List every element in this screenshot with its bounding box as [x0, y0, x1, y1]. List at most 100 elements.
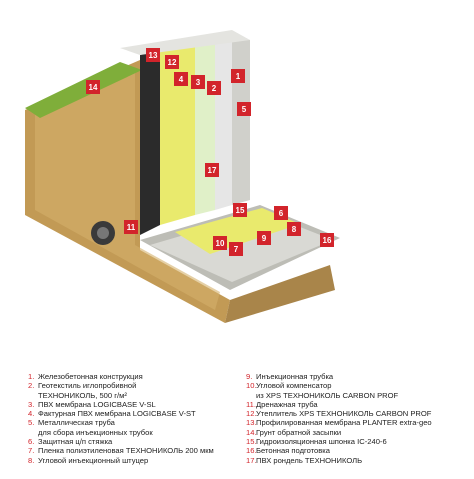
legend-item: 4.Фактурная ПВХ мембрана LOGICBASE V-ST [28, 409, 233, 418]
callout-badge-label: 3 [196, 78, 201, 87]
legend-item: 8.Угловой инъекционный штуцер [28, 456, 233, 465]
legend-text: Инъекционная трубка [256, 372, 334, 381]
legend-item: 3.ПВХ мембрана LOGICBASE V-SL [28, 400, 233, 409]
legend-text: Металлическая труба для сбора инъекционн… [38, 418, 153, 437]
legend-item: 1.Железобетонная конструкция [28, 372, 233, 381]
drain-pipe-inner [97, 227, 109, 239]
callout-badge-13: 13 [146, 48, 160, 62]
callout-badge-bg [213, 236, 227, 250]
grass-top [25, 62, 142, 118]
legend-text: Бетонная подготовка [256, 446, 331, 456]
legend-text: Гидроизоляционная шпонка IC-240-6 [256, 437, 387, 447]
geotextile-layer [215, 35, 232, 210]
callout-badge-3: 3 [191, 75, 205, 89]
legend-item: 11.Дренажная труба [246, 400, 461, 409]
legend-right-column: 9.Инъекционная трубка 10.Угловой компенс… [246, 372, 461, 465]
legend-number: 5. [28, 418, 35, 428]
legend-number: 1. [28, 372, 35, 381]
callout-badge-17: 17 [205, 163, 219, 177]
legend-number: 8. [28, 455, 35, 465]
legend-item: 5.Металлическая труба для сбора инъекцио… [28, 418, 233, 437]
callout-badge-15: 15 [233, 203, 247, 217]
callout-badge-9: 9 [257, 231, 271, 245]
legend-left-column: 1.Железобетонная конструкция 2.Геотексти… [28, 372, 233, 465]
callout-badge-7: 7 [229, 242, 243, 256]
callout-badge-11: 11 [124, 220, 138, 234]
callout-badge-bg [86, 80, 100, 94]
pvc-membrane-layer [195, 38, 215, 215]
legend-text: Профилированная мембрана PLANTER extra-g… [256, 418, 432, 428]
callout-badge-6: 6 [274, 206, 288, 220]
callout-badge-label: 10 [216, 239, 225, 248]
legend-text: Угловой компенсатор из XPS ТЕХНОНИКОЛЬ C… [256, 381, 399, 400]
legend-number: 15. [246, 437, 257, 447]
callout-badge-10: 10 [213, 236, 227, 250]
callout-badge-4: 4 [174, 72, 188, 86]
callout-badge-bg [174, 72, 188, 86]
legend-text: Геотекстиль иглопробивной ТЕХНОНИКОЛЬ, 5… [38, 381, 137, 400]
callout-badge-bg [233, 203, 247, 217]
callout-badge-label: 5 [242, 105, 247, 114]
legend-item: 13.Профилированная мембрана PLANTER extr… [246, 418, 461, 427]
legend-text: Утеплитель XPS ТЕХНОНИКОЛЬ CARBON PROF [256, 409, 432, 419]
callout-badge-label: 16 [323, 236, 332, 245]
callout-badge-5: 5 [237, 102, 251, 116]
callout-badge-label: 9 [262, 234, 267, 243]
callout-badge-bg [229, 242, 243, 256]
legend-number: 4. [28, 409, 35, 419]
callout-badge-bg [146, 48, 160, 62]
legend-number: 17. [246, 455, 257, 465]
callout-badge-bg [287, 222, 301, 236]
xps-wall-layer [160, 42, 195, 225]
legend-text: Защитная ц/п стяжка [38, 437, 113, 447]
callout-badge-label: 8 [292, 225, 297, 234]
legend-item: 14.Грунт обратной засыпки [246, 428, 461, 437]
legend-item: 12.Утеплитель XPS ТЕХНОНИКОЛЬ CARBON PRO… [246, 409, 461, 418]
legend-number: 12. [246, 409, 257, 419]
legend-item: 9.Инъекционная трубка [246, 372, 461, 381]
callout-badge-bg [205, 163, 219, 177]
legend-text: Угловой инъекционный штуцер [38, 455, 149, 465]
legend-item: 17.ПВХ рондель ТЕХНОНИКОЛЬ [246, 456, 461, 465]
callout-badge-label: 4 [179, 75, 184, 84]
callout-badge-14: 14 [86, 80, 100, 94]
callout-badge-bg [274, 206, 288, 220]
legend-text: Фактурная ПВХ мембрана LOGICBASE V-ST [38, 409, 196, 419]
concrete-wall [232, 35, 250, 205]
legend-number: 11. [246, 399, 256, 409]
callout-badge-2: 2 [207, 81, 221, 95]
legend-number: 6. [28, 437, 35, 447]
legend-text: ПВХ рондель ТЕХНОНИКОЛЬ [256, 455, 363, 465]
callout-badge-label: 13 [149, 51, 158, 60]
callout-badge-bg [207, 81, 221, 95]
legend-item: 16.Бетонная подготовка [246, 446, 461, 455]
legend-number: 13. [246, 418, 257, 428]
callout-badge-bg [257, 231, 271, 245]
callout-badge-bg [165, 55, 179, 69]
callout-badge-bg [191, 75, 205, 89]
legend-item: 15.Гидроизоляционная шпонка IC-240-6 [246, 437, 461, 446]
legend-item: 6.Защитная ц/п стяжка [28, 437, 233, 446]
soil-block-front [225, 265, 335, 323]
foundation-waterproofing-illustration: 13 124 3 2 1 14 5 17 15 6 11 8 9 10 7 16 [25, 30, 340, 323]
callout-badge-label: 2 [212, 84, 217, 93]
callout-badge-label: 15 [236, 206, 245, 215]
callout-badge-1: 1 [231, 69, 245, 83]
legend-number: 3. [28, 399, 35, 409]
callout-badge-bg [320, 233, 334, 247]
callout-badge-bg [231, 69, 245, 83]
callout-badge-label: 12 [168, 58, 177, 67]
legend-text: Дренажная труба [256, 399, 318, 409]
callout-badge-16: 16 [320, 233, 334, 247]
legend-number: 10. [246, 381, 257, 391]
legend-number: 14. [246, 427, 257, 437]
callout-badge-8: 8 [287, 222, 301, 236]
legend-number: 2. [28, 381, 35, 391]
legend-text: Железобетонная конструкция [38, 372, 143, 381]
callout-badge-label: 6 [279, 209, 284, 218]
legend-number: 9. [246, 372, 253, 381]
callout-badge-bg [124, 220, 138, 234]
dark-membrane-layer [140, 50, 160, 235]
legend-number: 16. [246, 446, 257, 456]
legend-item: 10.Угловой компенсатор из XPS ТЕХНОНИКОЛ… [246, 381, 461, 400]
